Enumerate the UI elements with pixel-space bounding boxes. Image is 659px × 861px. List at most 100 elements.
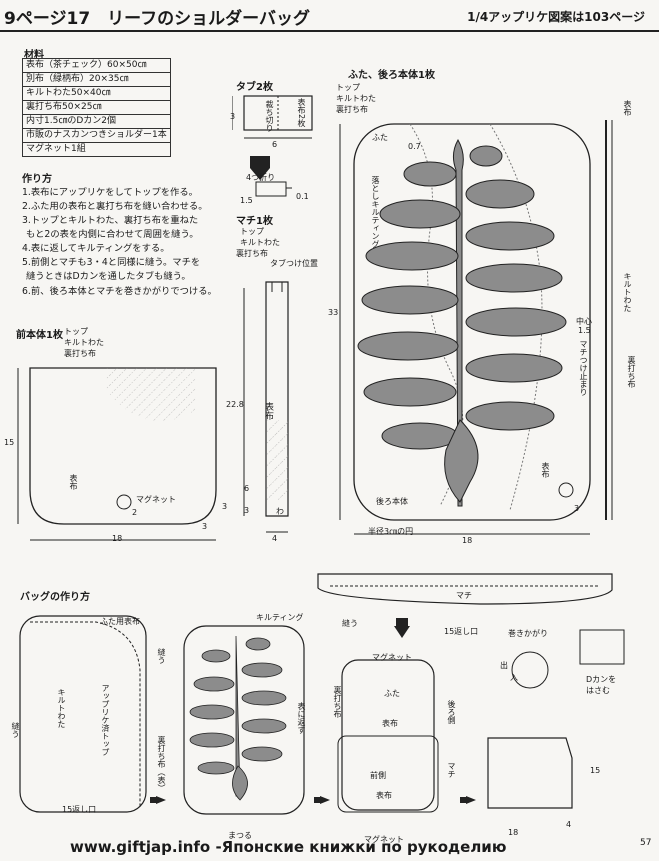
material-item: マグネット1組 [22, 142, 171, 157]
flap-title: ふた、後ろ本体1枚 [348, 70, 435, 81]
steps-title: 作り方 [22, 174, 52, 185]
flap-diagram [339, 120, 613, 535]
how-out: 出 [500, 661, 508, 670]
gusset-wa: わ [276, 507, 284, 516]
step-line: 4.表に返してキルティングをする。 [22, 243, 170, 254]
tab-title: タブ2枚 [236, 82, 273, 93]
front-dim-3a: 3 [222, 502, 228, 511]
flap-dim-w: 18 [462, 536, 473, 545]
gusset-sub: キルトわた [240, 238, 280, 247]
gusset-fabric: 表布 [263, 402, 273, 420]
leaf-applique [357, 138, 567, 507]
flap-back: 後ろ本体 [376, 497, 408, 506]
materials-table: 表布（茶チェック）60×50㎝ 別布（緑柄布）20×35㎝ キルトわた50×40… [22, 58, 171, 157]
material-item: 裏打ち布50×25㎝ [22, 100, 171, 115]
how-dim-4: 4 [566, 820, 572, 829]
front-fabric: 表布 [69, 474, 78, 490]
how-gap: 15返し口 [62, 805, 97, 814]
how-sew3: まつる [228, 831, 252, 840]
material-item: 別布（緑柄布）20×35㎝ [22, 72, 171, 87]
front-diagram [17, 367, 217, 541]
how-turn: 表に返す [297, 702, 306, 734]
gusset-tab-position: タブつけ位置 [270, 259, 318, 268]
how-diagrams [19, 573, 625, 815]
gusset-dim-3: 3 [244, 506, 250, 515]
front-dim-3b: 3 [202, 522, 208, 531]
flap-center: 中心 [576, 317, 592, 326]
flap-circle: 半径3㎝の円 [368, 527, 414, 536]
step-line: 1.表布にアップリケをしてトップを作る。 [22, 187, 198, 198]
how-sew4: 縫う [342, 619, 358, 628]
how-quilt: キルトわた [57, 688, 66, 728]
step-line: 縫うときはDカンを通したタブも縫う。 [26, 271, 191, 282]
gusset-title: マチ1枚 [236, 216, 273, 227]
flap-match: マチつけ止まり [579, 340, 588, 396]
flap-side-bot: 裏打ち布 [627, 356, 636, 388]
front-sub: トップ [64, 327, 88, 336]
gusset-sub: 裏打ち布 [236, 249, 268, 258]
gusset-dim-len: 22.8 [226, 400, 244, 409]
how-dring: Dカンを はさむ [586, 675, 617, 695]
tab-label-left: 裁ち切り [265, 100, 274, 132]
step-line: もと2の表を内側に合わせて周囲を縫う。 [26, 229, 199, 240]
how-sew2: 縫う [11, 722, 20, 738]
tab-label-right: 表布2枚 [297, 98, 306, 128]
flap-sub: キルトわた [336, 94, 376, 103]
tab-dim-w: 6 [272, 140, 278, 149]
how-wrap: 巻きかがり [508, 629, 548, 638]
material-item: 内寸1.5㎝のDカン2個 [22, 114, 171, 129]
material-item: 市販のナスカンつきショルダー1本 [22, 128, 171, 143]
how-futa: ふた [384, 689, 400, 698]
front-dim-2: 2 [132, 508, 138, 517]
header-divider [0, 30, 659, 32]
how-applique-top: アップリケ済トップ [101, 684, 110, 756]
flap-dim-h: 33 [328, 308, 339, 317]
front-sub: 裏打ち布 [64, 349, 96, 358]
flap-sub: トップ [336, 83, 360, 92]
material-item: キルトわた50×40㎝ [22, 86, 171, 101]
how-in: 入 [510, 673, 518, 682]
front-magnet: マグネット [136, 495, 176, 504]
how-quilting: キルティング [256, 613, 304, 622]
how-gusset: マチ [456, 591, 472, 600]
how-ushiro: 後ろ側 [447, 700, 456, 724]
how-sew: 縫う [157, 648, 166, 664]
flap-futa: ふた [372, 133, 388, 142]
front-dim-w: 18 [112, 534, 123, 543]
tab-diagram [232, 95, 313, 197]
tab-dim-h: 3 [230, 112, 236, 121]
front-sub: キルトわた [64, 338, 104, 347]
flap-side-mid: キルトわた [623, 272, 632, 312]
gusset-sub: トップ [240, 227, 264, 236]
how-dim-18: 18 [508, 828, 519, 837]
flap-dim-07: 0.7 [408, 142, 421, 151]
page-number: 57 [640, 838, 652, 848]
gusset-dim-w: 4 [272, 534, 278, 543]
how-futa-fabric: ふた用表布 [100, 617, 140, 626]
material-item: 表布（茶チェック）60×50㎝ [22, 58, 171, 73]
page-title: 9ページ17 リーフのショルダーバッグ [4, 9, 310, 29]
how-magnet2: マグネット [364, 835, 404, 844]
step-line: 2.ふた用の表布と裏打ち布を縫い合わせる。 [22, 201, 208, 212]
front-dim-h: 15 [4, 438, 15, 447]
how-fabric: 表布 [382, 719, 398, 728]
how-machi: マチ [447, 762, 456, 778]
tab-dim-b: 0.1 [296, 192, 309, 201]
how-magnet: マグネット [372, 653, 412, 662]
step-line: 6.前、後ろ本体とマチを巻きかがりでつける。 [22, 286, 217, 297]
how-title: バッグの作り方 [20, 592, 90, 603]
step-line: 3.トップとキルトわた、裏打ち布を重ねた [22, 215, 199, 226]
how-back-cloth: 裏打ち布（表） [157, 736, 166, 792]
flap-sub: 裏打ち布 [336, 105, 368, 114]
flap-fabric: 表布 [541, 462, 550, 478]
how-fabric2: 表布 [376, 791, 392, 800]
gusset-diagram [243, 281, 289, 533]
how-front: 前側 [370, 771, 386, 780]
flap-leaf-label: 落としキルティング [371, 176, 380, 248]
applique-reference: 1/4アップリケ図案は103ページ [467, 10, 645, 24]
flap-side-top: 表布 [623, 100, 632, 116]
gusset-dim-6: 6 [244, 484, 250, 493]
materials-title: 材料 [24, 50, 44, 61]
how-gap2: 15返し口 [444, 627, 479, 636]
flap-dim-3: 3 [574, 504, 580, 513]
